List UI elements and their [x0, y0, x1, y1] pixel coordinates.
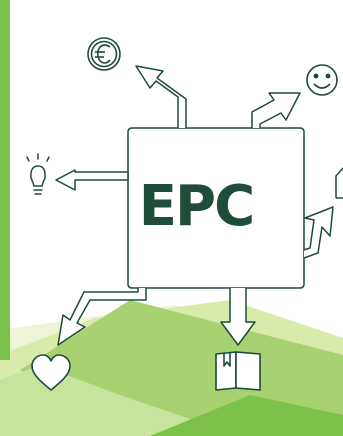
- arrow-smiley: [251, 92, 301, 128]
- arrow-bulb: [55, 169, 129, 191]
- arrow-heart: [57, 288, 147, 346]
- ground-front-dark: [150, 395, 343, 436]
- light-bulb-icon: [26, 153, 50, 195]
- house-icon: [335, 167, 343, 199]
- euro-coin-icon: [87, 37, 121, 71]
- left-border: [0, 0, 10, 360]
- arrow-house: [303, 206, 334, 259]
- center-box: [127, 127, 305, 289]
- arrow-book: [220, 288, 256, 346]
- heart-icon: [31, 354, 71, 391]
- center-label: EPC: [139, 174, 253, 239]
- arrows: [55, 65, 334, 346]
- open-book-icon: [215, 351, 261, 391]
- smiley-face-icon: [306, 64, 338, 96]
- arrow-euro: [135, 65, 187, 128]
